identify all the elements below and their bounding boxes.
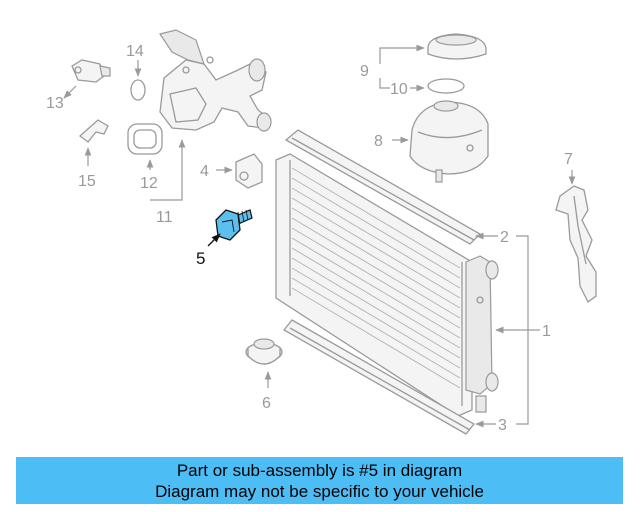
callout-1: 1 <box>542 323 551 340</box>
callout-11: 11 <box>156 209 173 226</box>
callout-14: 14 <box>126 43 144 60</box>
callout-2: 2 <box>500 229 509 246</box>
callout-12: 12 <box>140 175 158 192</box>
callout-9: 9 <box>360 63 369 80</box>
info-banner: Part or sub-assembly is #5 in diagram Di… <box>16 457 623 504</box>
bracket-part <box>235 153 263 189</box>
bolt-part-highlighted[interactable] <box>215 209 253 241</box>
expansion-tank-part <box>409 100 489 183</box>
sensor-part <box>71 59 111 83</box>
banner-line-2: Diagram may not be specific to your vehi… <box>155 482 484 501</box>
banner-line-1: Part or sub-assembly is #5 in diagram <box>176 461 463 480</box>
mount-part <box>245 338 283 365</box>
callout-8: 8 <box>374 133 383 150</box>
callout-10: 10 <box>390 81 408 98</box>
o-ring-part <box>130 79 146 101</box>
cap-seal-part <box>427 78 465 94</box>
clip-part <box>78 119 109 143</box>
callout-7: 7 <box>564 151 573 168</box>
coolant-flange-part <box>159 29 272 132</box>
callout-13: 13 <box>46 95 64 112</box>
tank-cap-part <box>427 33 487 60</box>
deflector-part <box>555 185 597 303</box>
lower-rail-part <box>283 319 475 435</box>
gasket-part <box>127 123 163 155</box>
callout-4: 4 <box>200 163 209 180</box>
parts-diagram: 13 14 15 12 11 4 5 <box>46 29 597 435</box>
callout-15: 15 <box>78 173 96 190</box>
callout-5: 5 <box>196 249 205 268</box>
callout-6: 6 <box>262 395 271 412</box>
callout-3: 3 <box>498 417 507 434</box>
radiator-part <box>275 153 499 417</box>
